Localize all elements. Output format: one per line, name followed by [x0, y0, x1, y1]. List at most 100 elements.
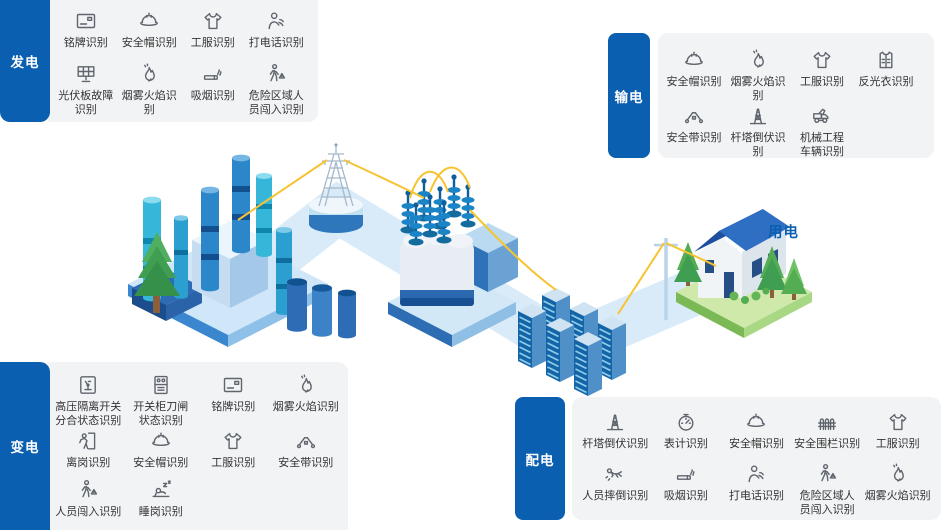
transformer-illustration	[388, 173, 518, 347]
transformation-panel-sheet: 高压隔离开关 分合状态识别开关柜刀闸 状态识别 铭牌识别 烟雾火焰识别离岗识别安全帽…	[48, 362, 348, 530]
recognition-label: 危险区域人 员闯入识别	[799, 490, 855, 517]
recognition-item: 安全围栏识别	[792, 410, 863, 462]
recognition-item: 打电话识别	[721, 462, 792, 514]
recognition-label: 安全帽识别	[728, 438, 784, 450]
tower-fallen-icon	[746, 104, 770, 128]
distribution-panel-sheet: 杆塔倒伏识别 表计识别 安全帽识别安全围栏识别 工服识别人员摔倒识别 吸烟识别 打电话识别…	[572, 397, 941, 520]
recognition-item: 杆塔倒伏识别	[580, 410, 651, 462]
recognition-label: 工服识别	[800, 76, 844, 88]
recognition-item: 人员摔倒识别	[580, 462, 651, 514]
recognition-item: 机械工程 车辆识别	[790, 104, 854, 160]
tree-icon	[781, 258, 807, 300]
recognition-item: 安全帽识别	[662, 48, 726, 103]
meter-icon	[674, 410, 698, 434]
vehicle-icon	[810, 104, 834, 128]
recognition-item: 睡岗识别	[125, 478, 198, 527]
switch-cabinet-icon	[149, 373, 173, 397]
transmission-panel: 安全帽识别烟雾火焰识别工服识别 反光衣识别安全带识别杆塔倒伏识别机械工程 车辆识别…	[608, 33, 934, 158]
transformation-tab: 变电	[0, 362, 50, 530]
tree-icon	[757, 246, 787, 298]
transformation-panel: 高压隔离开关 分合状态识别开关柜刀闸 状态识别 铭牌识别 烟雾火焰识别离岗识别安全帽…	[0, 362, 348, 530]
fence-icon	[815, 410, 839, 434]
transmission-tower-illustration	[309, 143, 363, 233]
recognition-item: 烟雾火焰识别	[862, 462, 933, 514]
recognition-item: 危险区域人 员闯入识别	[792, 462, 863, 518]
recognition-item: 人员闯入识别	[52, 478, 125, 527]
harness-icon	[294, 429, 318, 453]
transmission-tab: 输电	[608, 33, 650, 158]
recognition-item: 铭牌识别	[54, 9, 118, 62]
recognition-item: 烟雾火焰识别	[118, 62, 182, 118]
recognition-item: 安全带识别	[270, 429, 343, 478]
recognition-label: 工服识别	[190, 37, 235, 49]
tower-fallen-icon	[603, 410, 627, 434]
tree-icon	[674, 242, 702, 286]
recognition-item: 吸烟识别	[651, 462, 722, 514]
recognition-label: 人员摔倒识别	[582, 490, 649, 502]
helmet-icon	[149, 429, 173, 453]
recognition-item: 烟雾火焰识别	[270, 373, 343, 422]
helmet-icon	[137, 9, 161, 33]
recognition-label: 表计识别	[663, 438, 708, 450]
recognition-label: 杆塔倒伏识别	[730, 131, 786, 158]
recognition-item: 表计识别	[651, 410, 722, 462]
hv-switch-icon	[76, 373, 100, 397]
recognition-label: 安全围栏识别	[794, 438, 861, 450]
power-wires	[237, 159, 717, 315]
sleep-post-icon	[149, 478, 173, 502]
shirt-icon	[810, 48, 834, 72]
recognition-item: 安全带识别	[662, 104, 726, 159]
recognition-label: 工服识别	[875, 438, 920, 450]
shirt-icon	[221, 429, 245, 453]
person-fall-icon	[603, 462, 627, 486]
recognition-item: 反光衣识别	[854, 48, 918, 103]
harness-icon	[682, 104, 706, 128]
recognition-item: 安全帽识别	[118, 9, 182, 62]
flame-icon	[886, 462, 910, 486]
recognition-label: 铭牌识别	[211, 401, 256, 413]
recognition-label: 安全带识别	[666, 131, 722, 144]
distribution-panel: 杆塔倒伏识别 表计识别 安全帽识别安全围栏识别 工服识别人员摔倒识别 吸烟识别 打电话识别…	[515, 397, 941, 520]
intrusion-icon	[76, 478, 100, 502]
recognition-item: 安全帽识别	[125, 429, 198, 478]
flame-icon	[294, 373, 318, 397]
solar-panel-icon	[74, 62, 98, 86]
cigarette-icon	[201, 62, 225, 86]
helmet-icon	[744, 410, 768, 434]
phone-call-icon	[744, 462, 768, 486]
recognition-label: 杆塔倒伏识别	[582, 438, 649, 450]
recognition-label: 工服识别	[211, 456, 256, 469]
recognition-label: 打电话识别	[248, 37, 304, 49]
recognition-item: 开关柜刀闸 状态识别	[125, 373, 198, 429]
intrusion-icon	[815, 462, 839, 486]
recognition-item: 高压隔离开关 分合状态识别	[52, 373, 125, 429]
nameplate-icon	[221, 373, 245, 397]
generation-tab: 发电	[0, 0, 50, 122]
recognition-item: 工服识别	[790, 48, 854, 103]
shirt-icon	[201, 9, 225, 33]
recognition-label: 高压隔离开关 分合状态识别	[55, 401, 122, 428]
recognition-item: 离岗识别	[52, 429, 125, 478]
recognition-item: 安全帽识别	[721, 410, 792, 462]
house-illustration	[654, 209, 812, 338]
recognition-label: 反光衣识别	[858, 76, 914, 88]
flame-icon	[137, 62, 161, 86]
power-plant-illustration	[128, 154, 356, 347]
generation-panel: 铭牌识别安全帽识别工服识别打电话识别光伏板故障 识别烟雾火焰识别吸烟识别危险区域…	[0, 0, 318, 122]
recognition-label: 吸烟识别	[663, 490, 708, 502]
recognition-label: 开关柜刀闸 状态识别	[133, 401, 189, 428]
phone-call-icon	[264, 9, 288, 33]
recognition-item: 烟雾火焰识别	[726, 48, 790, 104]
recognition-label: 睡岗识别	[138, 505, 183, 518]
intrusion-icon	[264, 62, 288, 86]
recognition-label: 烟雾火焰识别	[272, 401, 339, 413]
recognition-item: 工服识别	[197, 429, 270, 478]
consumption-label: 用电	[768, 225, 799, 241]
recognition-label: 危险区域人 员闯入识别	[248, 90, 304, 117]
generation-panel-sheet: 铭牌识别安全帽识别工服识别打电话识别光伏板故障 识别烟雾火焰识别吸烟识别危险区域…	[48, 0, 318, 122]
cigarette-icon	[674, 462, 698, 486]
recognition-label: 安全帽识别	[133, 456, 189, 469]
recognition-label: 光伏板故障 识别	[58, 90, 114, 117]
recognition-item: 铭牌识别	[197, 373, 270, 422]
